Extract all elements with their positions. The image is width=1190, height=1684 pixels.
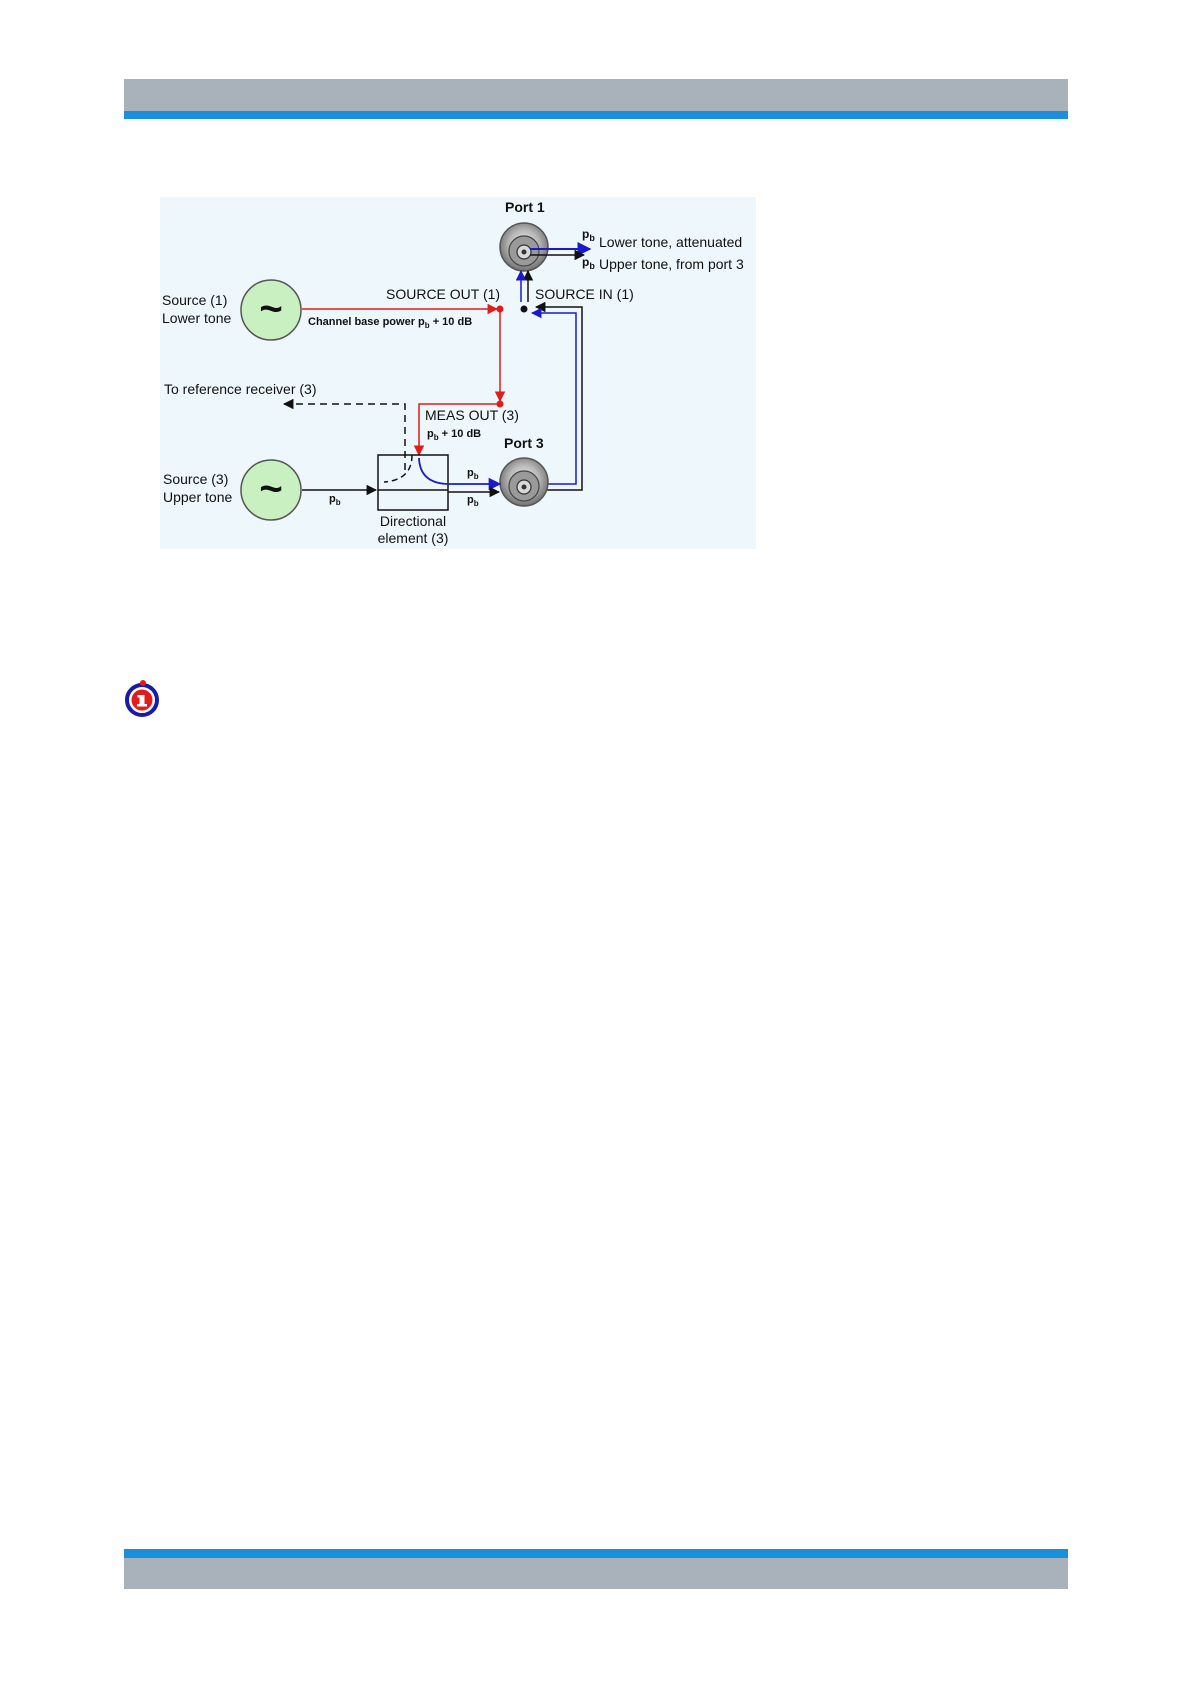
source3-tilde: ~ [259,467,282,511]
out-upper-tone-label: Upper tone, from port 3 [599,256,744,272]
source-out-dot [497,306,504,313]
meas-out-label: MEAS OUT (3) [425,407,519,423]
source1-label-line1: Source (1) [162,292,227,308]
source1-label-line2: Lower tone [162,310,231,326]
source3-label-line1: Source (3) [163,471,228,487]
out-lower-tone-label: Lower tone, attenuated [599,234,742,250]
directional-label-line1: Directional [380,513,446,529]
port3-label: Port 3 [504,435,544,451]
port1-connector-icon [500,223,548,271]
to-reference-label: To reference receiver (3) [164,381,317,397]
source1-generator-icon: ~ [241,280,301,340]
directional-label-line2: element (3) [378,530,449,546]
source3-label-line2: Upper tone [163,489,232,505]
footer-bar-blue [124,1549,1068,1558]
channel-power-label: Channel base power pb + 10 dB [308,316,472,330]
source-in-dot [521,306,528,313]
info-icon [124,678,160,718]
source1-tilde: ~ [259,287,282,331]
source-out-label: SOURCE OUT (1) [386,286,500,302]
source3-generator-icon: ~ [241,460,301,520]
port1-label: Port 1 [505,199,545,215]
source-in-label: SOURCE IN (1) [535,286,634,302]
footer-bar-gray [124,1558,1068,1589]
port3-connector-icon [500,458,548,506]
